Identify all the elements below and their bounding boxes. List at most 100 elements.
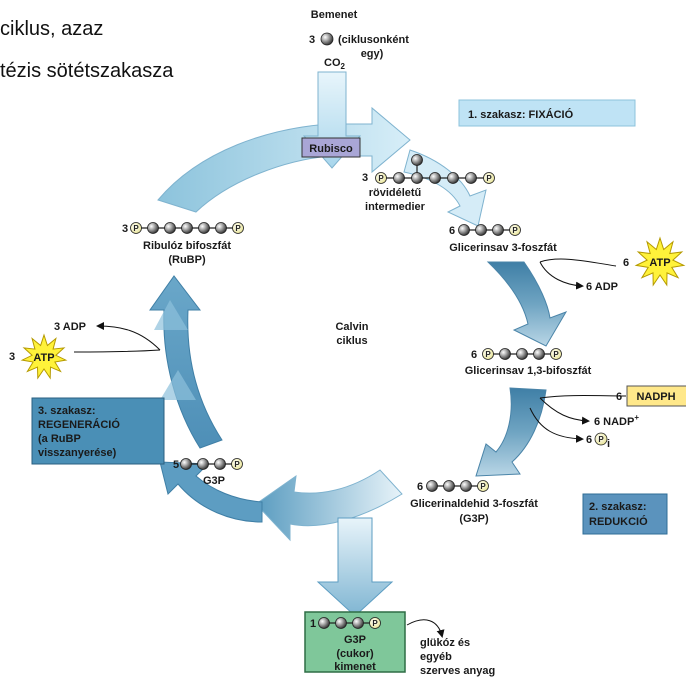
output-dest-line-3: szerves anyag bbox=[420, 665, 495, 677]
stage1-box bbox=[458, 99, 636, 127]
cycle-arrow-regeneration-bottom bbox=[255, 469, 403, 542]
carbon-atom-icon bbox=[352, 617, 364, 629]
adp-left-arrow bbox=[96, 322, 161, 351]
carbon-atom-icon bbox=[197, 458, 209, 470]
output-dest-line-1: glükóz és bbox=[420, 637, 470, 649]
header-line-2: tézis sötétszakasza bbox=[0, 60, 174, 82]
intermediate-count: 3 bbox=[362, 172, 368, 184]
input-count: 3 bbox=[309, 34, 315, 46]
output-line-2: (cukor) bbox=[336, 648, 374, 660]
nadp-label: 6 NADP+ bbox=[594, 413, 639, 428]
phosphate-icon bbox=[231, 458, 243, 470]
glycerate3p-molecule-chain: P bbox=[458, 224, 521, 236]
stage2-line-2: REDUKCIÓ bbox=[589, 515, 648, 528]
output-arrow bbox=[316, 517, 394, 617]
carbon-atom-icon bbox=[411, 154, 423, 166]
carbon-atom-icon bbox=[429, 172, 441, 184]
phosphate-glyph: P bbox=[480, 482, 486, 491]
atp-right-label: ATP bbox=[649, 257, 670, 269]
g3p-main-molecule-chain: P bbox=[426, 480, 489, 492]
g3p-main-count: 6 bbox=[417, 481, 423, 493]
carbon-atom-icon bbox=[335, 617, 347, 629]
output-dest-line-2: egyéb bbox=[420, 651, 452, 663]
carbon-atom-icon bbox=[198, 222, 210, 234]
carbon-atom-icon bbox=[458, 224, 470, 236]
output-line-3: kimenet bbox=[334, 661, 376, 673]
phosphate-icon bbox=[550, 348, 562, 360]
phosphate-icon bbox=[232, 222, 244, 234]
carbon-atom-icon bbox=[465, 172, 477, 184]
adp-left-label: 3 ADP bbox=[54, 321, 86, 333]
output-molecule-chain: P bbox=[318, 617, 381, 629]
rubisco-label: Rubisco bbox=[309, 143, 353, 155]
g3p-recycle-molecule-chain: P bbox=[180, 458, 243, 470]
nadph-box bbox=[626, 385, 686, 407]
g3p-recycle-count: 5 bbox=[173, 459, 179, 471]
pi-arrow bbox=[529, 407, 584, 443]
carbon-atom-icon bbox=[426, 480, 438, 492]
input-desc-line-2: egy) bbox=[361, 48, 384, 60]
output-dest-arrow bbox=[406, 619, 445, 638]
phosphate-icon bbox=[483, 172, 495, 184]
adp-right-label: 6 ADP bbox=[586, 281, 618, 293]
carbon-atom-icon bbox=[164, 222, 176, 234]
stage3-line-1: 3. szakasz: bbox=[38, 405, 95, 417]
nadph-line bbox=[539, 395, 627, 399]
phosphate-glyph: P bbox=[372, 619, 378, 628]
carbon-atom-icon bbox=[492, 224, 504, 236]
carbon-atom-icon bbox=[181, 222, 193, 234]
carbon-atom-icon bbox=[447, 172, 459, 184]
carbon-atom-icon bbox=[533, 348, 545, 360]
header-line-1: ciklus, azaz bbox=[0, 18, 103, 40]
atp-star-shape bbox=[20, 333, 68, 380]
phosphate-icon bbox=[482, 348, 494, 360]
pi-subscript: i bbox=[607, 438, 610, 450]
carbon-atom-icon bbox=[214, 458, 226, 470]
phosphate-glyph: P bbox=[378, 174, 384, 183]
carbon-atom-icon bbox=[460, 480, 472, 492]
adp-right-arrow bbox=[539, 261, 584, 290]
rubp-line-1: Ribulóz bifoszfát bbox=[143, 240, 231, 252]
phosphate-glyph: P bbox=[133, 224, 139, 233]
g3p-main-line-2: (G3P) bbox=[459, 513, 489, 525]
nadp-arrow bbox=[539, 397, 590, 425]
pi-p-glyph: P bbox=[598, 435, 604, 444]
carbon-atom-icon bbox=[411, 172, 423, 184]
center-line-2: ciklus bbox=[336, 335, 367, 347]
phosphate-glyph: P bbox=[234, 460, 240, 469]
stage1-label: 1. szakasz: FIXÁCIÓ bbox=[468, 108, 574, 121]
stage3-box bbox=[31, 397, 165, 465]
g3p-recycle-label: G3P bbox=[203, 475, 225, 487]
atp-left-line bbox=[73, 349, 161, 353]
nadph-label: NADPH bbox=[636, 391, 675, 403]
phosphate-glyph: P bbox=[485, 350, 491, 359]
cycle-arrow-bottom-left bbox=[159, 461, 263, 523]
atp-right-count: 6 bbox=[623, 257, 629, 269]
carbon-atom-icon bbox=[443, 480, 455, 492]
nadph-count: 6 bbox=[616, 391, 622, 403]
phosphate-glyph: P bbox=[512, 226, 518, 235]
input-desc-line-1: (ciklusonként bbox=[338, 34, 409, 46]
cycle-arrow-atp-phosphorylation bbox=[486, 261, 568, 347]
atp-right-star-icon bbox=[634, 236, 686, 287]
rubp-count: 3 bbox=[122, 223, 128, 235]
input-molecule: CO2 bbox=[324, 57, 346, 71]
atp-right-line bbox=[539, 258, 617, 267]
phosphate-glyph: P bbox=[235, 224, 241, 233]
stage3-line-4: visszanyerése) bbox=[38, 447, 117, 459]
carbon-atom-icon bbox=[499, 348, 511, 360]
phosphate-icon bbox=[509, 224, 521, 236]
glycerate3p-count: 6 bbox=[449, 225, 455, 237]
rubisco-box bbox=[301, 137, 361, 158]
phosphate-icon bbox=[369, 617, 381, 629]
cycle-arrow-left-inner-2 bbox=[154, 300, 188, 330]
input-title: Bemenet bbox=[311, 9, 358, 21]
phosphate-icon bbox=[130, 222, 142, 234]
carbon-atom-icon bbox=[215, 222, 227, 234]
atp-star-shape bbox=[634, 236, 686, 287]
cycle-arrow-nadph-reduction bbox=[475, 387, 547, 477]
